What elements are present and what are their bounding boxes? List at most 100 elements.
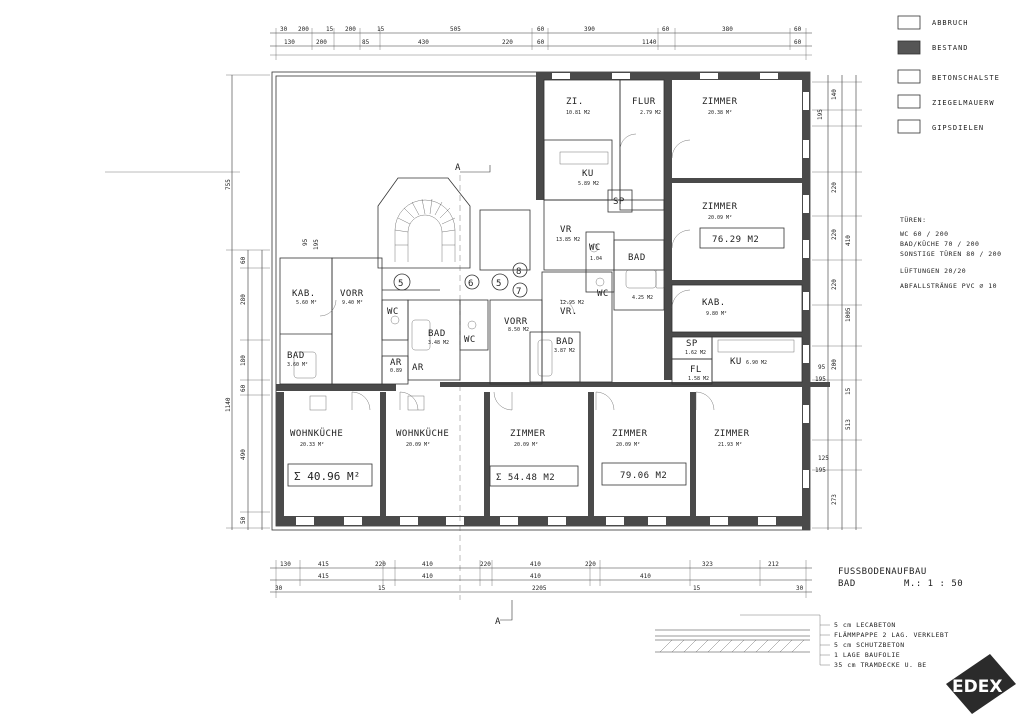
top-dim-row2-7: 1140 [642,39,657,46]
top-dim-9: 60 [662,26,670,33]
room-vorr-2-area: 8.50 M2 [508,327,529,333]
room-ar-2: AR [412,363,424,373]
room-zimmer-4-area: 20.09 M² [616,442,640,448]
room-vr-2: VR. [560,307,578,317]
room-ku-2-area: 6.90 M2 [746,360,767,366]
marker-8: 8 [516,267,522,277]
room-wc-2: WC [387,307,399,317]
room-bad-1: BAD [628,253,646,263]
bottom-dim-6: 410 [530,561,541,568]
right-dim-10: 195 [815,467,826,474]
room-wohnkueche-1-area: 20.33 M² [300,442,324,448]
legend: ABBRUCH BESTAND BETONSCHALSTE ZIEGELMAUE… [897,15,1000,134]
room-zimmer-2: ZIMMER [702,202,738,212]
room-kab-2-area: 9.80 M² [706,311,727,317]
legend-beton: BETONSCHALSTE [932,74,1000,82]
area-totals: Σ 40.96 M² Σ 54.48 M2 79.06 M2 76.29 M2 [287,227,785,487]
left-dim-5: 1140 [225,397,232,412]
floor-layer-2: FLÄMMPAPPE 2 LAG. VERKLEBT [834,630,949,639]
room-wohnkueche-1: WOHNKÜCHE [290,428,343,439]
bottom-dim-8: 323 [702,561,713,568]
left-dim-10: 95 [302,238,309,246]
room-ku-1: KU [582,169,594,179]
room-kab-1: KAB. [292,289,316,299]
top-dim-11: 60 [794,26,802,33]
section-line: A A [455,163,513,627]
room-fl-area: 1.58 M2 [688,376,709,382]
marker-7: 7 [516,287,522,297]
floor-layer-5: 35 cm TRAMDECKE U. BE [834,661,927,669]
room-ku-2: KU [730,357,742,367]
bottom-dim-row3-5: 30 [796,585,804,592]
floor-scale: M.: 1 : 50 [904,579,963,589]
right-dim-6: 200 [831,359,838,370]
top-dim-7: 60 [537,26,545,33]
right-dim-3: 220 [831,182,838,193]
marker-5b: 5 [496,279,502,289]
room-bad-4-area: 3.60 M² [287,362,308,368]
floor-layer-4: 1 LAGE BAUFOLIE [834,651,900,659]
legend-gips: GIPSDIELEN [932,124,984,132]
legend-swatch-beton [897,69,921,84]
legend-swatch-gips [897,119,921,134]
circle-markers: 5 5 8 7 6 [393,262,528,298]
bottom-dim-row2-3: 410 [530,573,541,580]
bottom-dim-row2-4: 410 [640,573,651,580]
bottom-dim-row3-3: 2205 [532,585,547,592]
room-bad-3-area: 3.87 M2 [554,348,575,354]
bottom-dim-2: 415 [318,561,329,568]
room-bad-1-area: 4.25 M2 [632,295,653,301]
total-area-4: 76.29 M2 [712,235,759,245]
left-dim-8: 755 [225,179,232,190]
bottom-dim-row3-1: 30 [275,585,283,592]
bottom-dim-1: 130 [280,561,291,568]
room-zi: ZI. [566,97,584,107]
door-notes: TÜREN: WC 60 / 200 BAD/KÜCHE 70 / 200 SO… [900,215,1002,290]
top-dim-4: 200 [345,26,356,33]
total-area-2: Σ 54.48 M2 [496,473,555,483]
section-mark-top: A [455,163,461,173]
room-bad-2: BAD [428,329,446,339]
floor-subtitle: BAD [838,579,856,589]
bottom-dim-row2-1: 415 [318,573,329,580]
floor-buildup: FUSSBODENAUFBAU BAD M.: 1 : 50 5 cm LECA… [655,567,963,669]
right-dim-2: 195 [817,109,824,120]
room-zimmer-1: ZIMMER [702,97,738,107]
room-sp-2-area: 1.62 M2 [685,350,706,356]
bottom-dimensions: 130 415 220 410 220 410 220 323 212 415 … [270,560,812,598]
bottom-dim-9: 212 [768,561,779,568]
notes-door-other: SONSTIGE TÜREN 80 / 200 [900,249,1002,258]
sanitary-fixtures [293,151,795,411]
bottom-dim-row3-4: 15 [693,585,701,592]
notes-vent: LÜFTUNGEN 20/20 [900,266,966,275]
room-flur-area: 2.79 M2 [640,110,661,116]
right-dimensions: 140 195 220 220 220 200 95 195 125 195 2… [812,75,862,530]
room-vr-2-area: 12.95 M2 [560,300,584,306]
right-dim-1: 140 [831,89,838,100]
total-area-3: 79.06 M2 [620,471,667,481]
room-fl: FL [690,365,702,375]
section-mark-bottom: A [495,617,501,627]
left-dim-1: 60 [240,256,247,264]
bottom-dim-7: 220 [585,561,596,568]
floor-title: FUSSBODENAUFBAU [838,567,927,577]
room-flur: FLUR [632,97,656,107]
room-vorr-1: VORR [340,289,364,299]
room-bad-2-area: 3.48 M2 [428,340,449,346]
room-vorr-1-area: 9.40 M² [342,300,363,306]
room-sp-1: SP [613,197,625,207]
right-dim-9: 125 [818,455,829,462]
room-wc-1: WC [589,243,601,253]
right-dim-13: 410 [845,235,852,246]
right-dim-15: 15 [845,387,852,395]
partition-walls [279,79,803,411]
top-dim-row2-8: 60 [794,39,802,46]
legend-abbruch: ABBRUCH [932,19,969,27]
room-zimmer-5-area: 21.93 M² [718,442,742,448]
room-labels: ZI. 10.81 M2 FLUR 2.79 M2 ZIMMER 20.38 M… [287,97,767,448]
legend-bestand: BESTAND [932,44,969,52]
notes-door-wc: WC 60 / 200 [900,230,949,238]
room-wohnkueche-2: WOHNKÜCHE [396,428,449,439]
